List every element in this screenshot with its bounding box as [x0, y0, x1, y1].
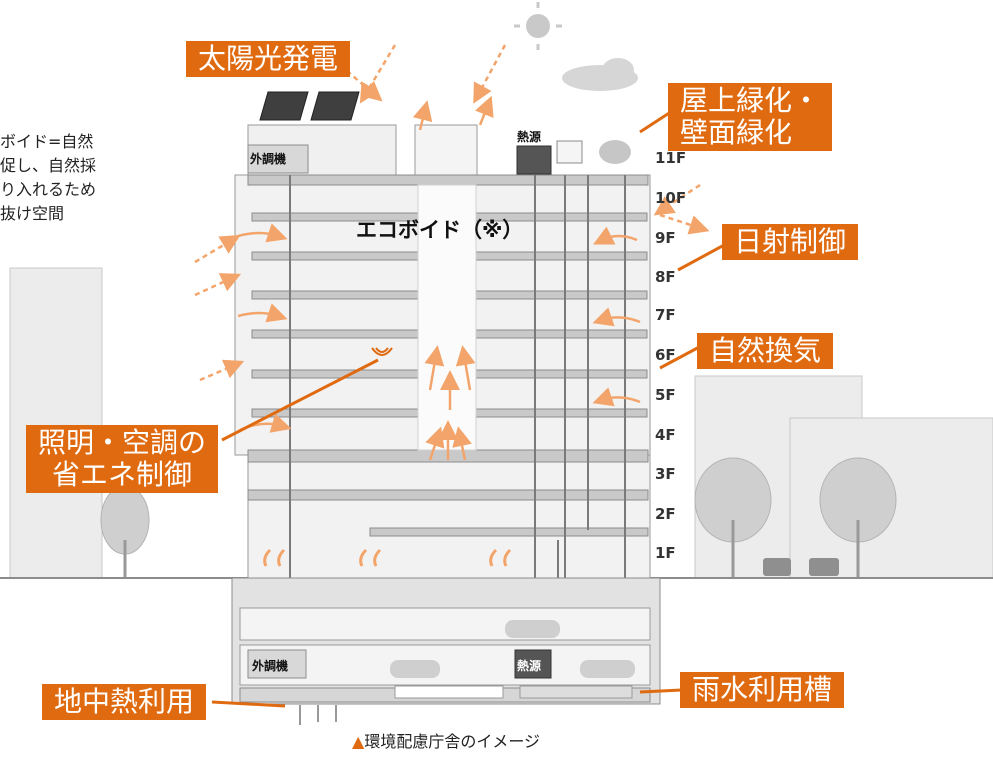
callout-pointers: [211, 104, 727, 708]
floor-label-8f: 8F: [655, 268, 676, 286]
greening-callout: 屋上緑化・ 壁面緑化: [668, 83, 833, 152]
greening-line-2: 壁面緑化: [680, 116, 793, 150]
rainwater-tank-callout: 雨水利用槽: [680, 672, 845, 709]
basement: [231, 577, 661, 705]
floor-label-10f: 10F: [655, 189, 687, 207]
solar-panels: [259, 91, 360, 121]
heat-rise-arrows: [263, 548, 512, 567]
lighting-hvac-callout: 照明・空調の 省エネ制御: [26, 425, 219, 494]
rain-cloud-icon: [562, 58, 638, 91]
greening-line-1: 屋上緑化・: [680, 84, 821, 117]
floor-label-11f: 11F: [655, 149, 687, 167]
eco-void-note: ボイド=自然 促し、自然採 り入れるため 抜け空間: [0, 130, 96, 226]
floor-label-5f: 5F: [655, 386, 676, 404]
sensor-icon: [371, 347, 393, 356]
main-building: [234, 91, 651, 700]
floor-label-6f: 6F: [655, 346, 676, 364]
caption-marker: ▲: [352, 732, 365, 751]
note-line-4: 抜け空間: [0, 204, 65, 223]
floor-label-1f: 1F: [655, 544, 676, 562]
note-line-3: り入れるため: [0, 180, 97, 199]
caption-text: 環境配慮庁舎のイメージ: [364, 732, 540, 751]
lighting-line-1: 照明・空調の: [38, 426, 207, 459]
geothermal-callout: 地中熱利用: [42, 684, 207, 721]
note-line-2: 促し、自然採: [0, 156, 97, 175]
parked-cars: [763, 558, 839, 576]
sun-icon: [514, 2, 562, 50]
outdoor-unit-bottom-label: 外調機: [252, 659, 289, 673]
note-line-1: ボイド=自然: [0, 132, 94, 151]
eco-void-label: エコボイド（※）: [356, 218, 524, 242]
floor-label-3f: 3F: [655, 465, 676, 483]
trees: [100, 457, 897, 578]
ventilation-callout: 自然換気: [697, 333, 834, 370]
figure-caption: ▲環境配慮庁舎のイメージ: [352, 728, 540, 752]
lighting-line-2: 省エネ制御: [52, 458, 193, 492]
floor-label-9f: 9F: [655, 229, 676, 247]
heat-source-top-label: 熱源: [517, 130, 542, 144]
floor-label-7f: 7F: [655, 306, 676, 324]
heat-source-bottom-label: 熱源: [517, 659, 542, 673]
floor-label-4f: 4F: [655, 426, 676, 444]
outdoor-unit-top-label: 外調機: [250, 152, 287, 166]
solar-power-callout: 太陽光発電: [186, 41, 351, 78]
floor-label-2f: 2F: [655, 505, 676, 523]
geothermal-arrows: [299, 705, 337, 725]
sun-control-callout: 日射制御: [722, 224, 859, 261]
